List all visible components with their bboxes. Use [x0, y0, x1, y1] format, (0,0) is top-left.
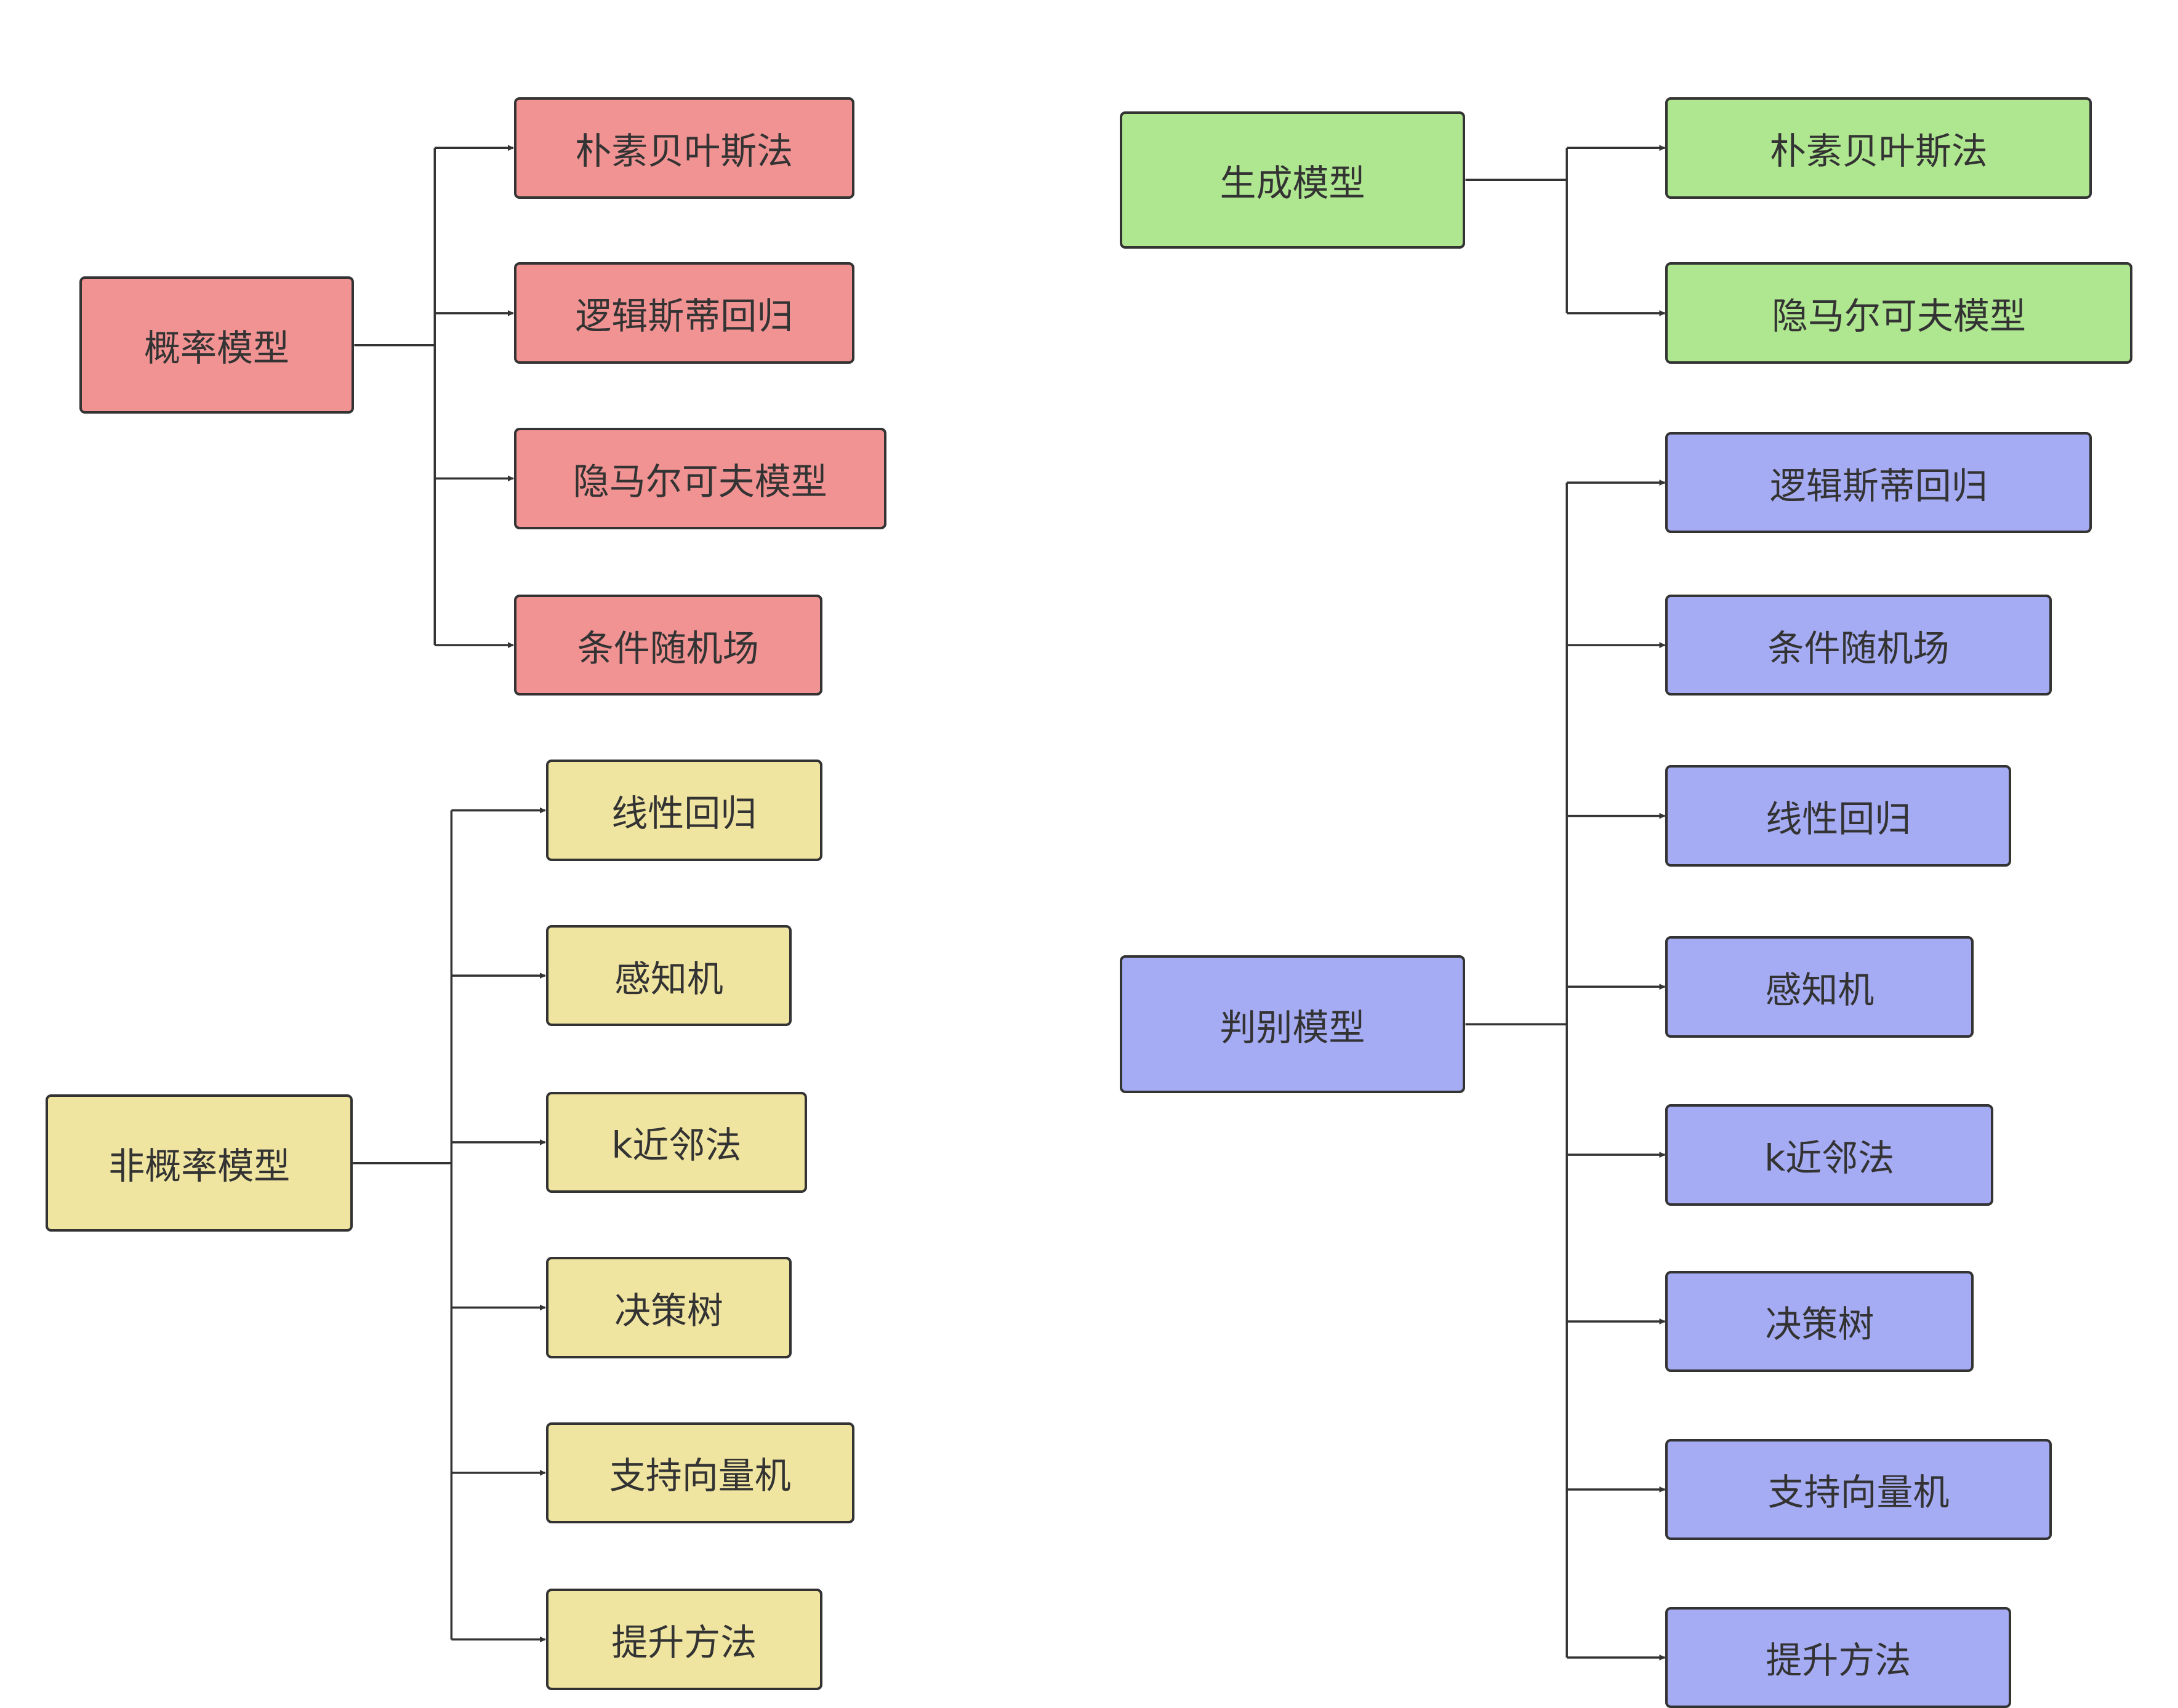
- node-gen-child-1: 隐马尔可夫模型: [1665, 262, 2132, 364]
- node-label: 支持向量机: [609, 1454, 791, 1498]
- node-disc-child-2: 线性回归: [1665, 765, 2012, 867]
- node-label: 感知机: [614, 957, 723, 1000]
- node-disc-root: 判别模型: [1119, 955, 1466, 1093]
- node-label: 逻辑斯蒂回归: [575, 295, 794, 338]
- node-label: 线性回归: [1766, 798, 1911, 841]
- node-disc-child-7: 提升方法: [1665, 1606, 2012, 1708]
- node-label: 提升方法: [1766, 1639, 1911, 1682]
- node-disc-child-5: 决策树: [1665, 1270, 1974, 1373]
- node-nonprob-child-2: k近邻法: [545, 1091, 807, 1193]
- node-disc-child-1: 条件随机场: [1665, 594, 2052, 696]
- node-label: 非概率模型: [108, 1145, 291, 1188]
- node-label: 逻辑斯蒂回归: [1769, 464, 1988, 507]
- node-prob-root: 概率模型: [79, 276, 355, 414]
- node-label: 条件随机场: [1767, 627, 1950, 670]
- node-label: 条件随机场: [577, 627, 759, 670]
- node-prob-child-3: 条件随机场: [513, 594, 822, 696]
- node-gen-child-0: 朴素贝叶斯法: [1665, 97, 2092, 199]
- node-label: 支持向量机: [1767, 1471, 1950, 1514]
- node-label: 感知机: [1765, 968, 1875, 1011]
- node-nonprob-child-5: 提升方法: [545, 1589, 822, 1690]
- node-nonprob-child-3: 决策树: [545, 1257, 792, 1358]
- node-label: k近邻法: [1764, 1136, 1895, 1179]
- node-prob-child-0: 朴素贝叶斯法: [513, 97, 854, 199]
- node-nonprob-child-4: 支持向量机: [545, 1422, 854, 1524]
- node-label: 提升方法: [611, 1621, 757, 1664]
- node-nonprob-child-1: 感知机: [545, 924, 792, 1027]
- node-label: 生成模型: [1220, 161, 1365, 204]
- node-label: 朴素贝叶斯法: [575, 129, 794, 172]
- node-label: 决策树: [614, 1289, 723, 1332]
- node-disc-child-3: 感知机: [1665, 936, 1974, 1038]
- node-label: 决策树: [1765, 1303, 1875, 1346]
- node-label: 朴素贝叶斯法: [1769, 129, 1988, 172]
- node-nonprob-child-0: 线性回归: [545, 760, 822, 861]
- node-label: k近邻法: [611, 1124, 742, 1167]
- node-disc-child-0: 逻辑斯蒂回归: [1665, 431, 2092, 534]
- node-label: 隐马尔可夫模型: [573, 460, 827, 503]
- node-label: 判别模型: [1220, 1006, 1365, 1049]
- node-gen-root: 生成模型: [1119, 111, 1466, 249]
- node-disc-child-4: k近邻法: [1665, 1104, 1993, 1206]
- node-disc-child-6: 支持向量机: [1665, 1438, 2052, 1541]
- node-label: 概率模型: [143, 327, 289, 370]
- node-prob-child-2: 隐马尔可夫模型: [513, 427, 886, 529]
- node-label: 线性回归: [611, 792, 757, 835]
- node-nonprob-root: 非概率模型: [46, 1094, 353, 1232]
- node-prob-child-1: 逻辑斯蒂回归: [513, 262, 854, 364]
- node-label: 隐马尔可夫模型: [1771, 295, 2026, 338]
